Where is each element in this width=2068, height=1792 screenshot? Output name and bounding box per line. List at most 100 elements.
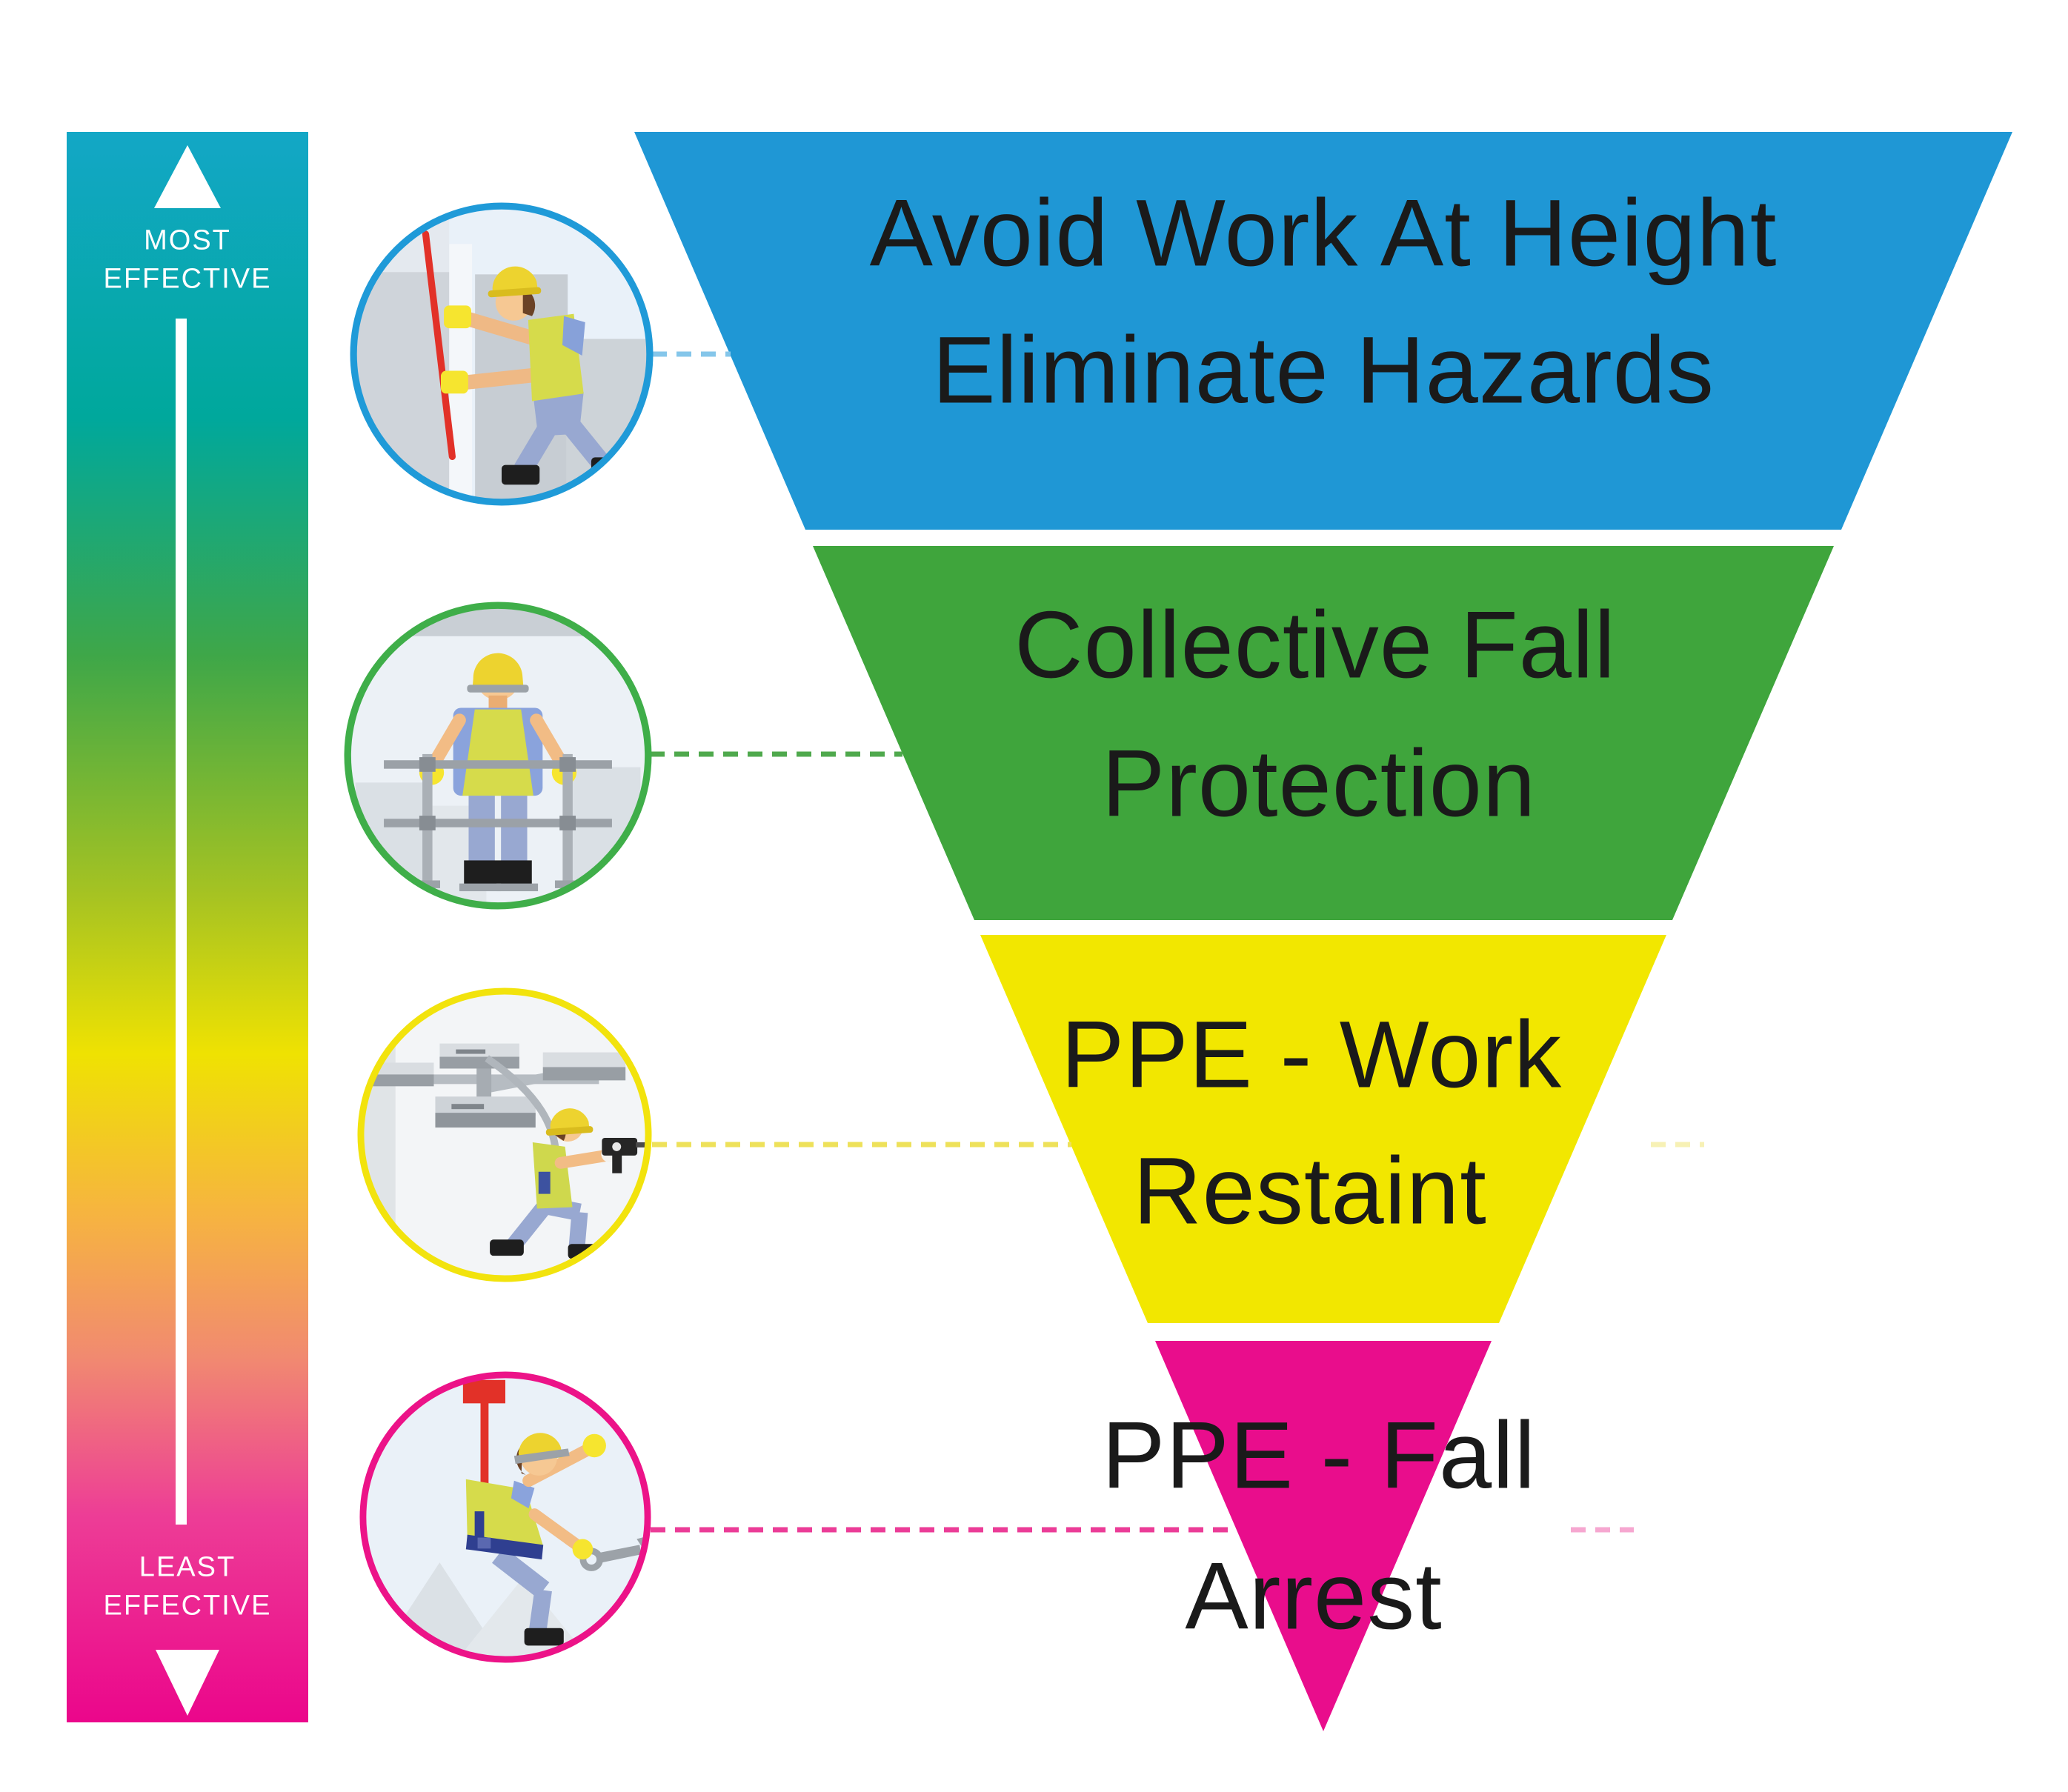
arm: [453, 367, 539, 390]
arm: [528, 1508, 583, 1551]
pants: [533, 392, 584, 436]
arrow-up-icon: [154, 145, 221, 208]
least-effective-label-line1: LEAST: [139, 1551, 236, 1583]
shoe-base: [459, 883, 502, 892]
weight-plate-side: [439, 1056, 519, 1069]
post-foot: [554, 880, 581, 888]
arm: [554, 1149, 613, 1169]
weight-plate-side: [435, 1113, 536, 1128]
rail-clamp: [559, 816, 576, 830]
drill-bit: [636, 1142, 646, 1148]
inverted-pyramid: [634, 132, 2012, 1731]
level1-label-line1: Avoid Work At Height: [869, 180, 1778, 287]
icon4-scene: [365, 1379, 645, 1657]
wrench-jaw: [636, 1534, 645, 1548]
icon2-building: [355, 782, 429, 903]
icon3-border: [357, 987, 652, 1282]
shirt-collar: [511, 1480, 535, 1509]
level4-label-line2: Arrest: [1185, 1543, 1443, 1650]
drill-detail: [612, 1142, 622, 1151]
level2-label-line2: Protection: [1101, 730, 1537, 837]
hard-hat-brim: [513, 1448, 570, 1465]
icon2-border: [344, 602, 652, 910]
least-effective-label-line2: EFFECTIVE: [103, 1590, 272, 1622]
connector-lines: [650, 351, 1704, 1533]
arm: [522, 1444, 594, 1488]
pyramid-level-fall-arrest: [1155, 1341, 1492, 1731]
pyramid-level-work-restraint: [980, 935, 1666, 1323]
hard-hat-brim: [467, 685, 529, 693]
hard-hat: [550, 1108, 590, 1133]
rail-clamp: [419, 816, 436, 830]
level1-label-line2: Eliminate Hazards: [932, 317, 1715, 424]
icon2-worker: [419, 653, 577, 892]
hard-hat-brim: [488, 287, 542, 298]
icon2-building: [567, 767, 641, 903]
pants: [468, 796, 495, 865]
mid-rail: [384, 819, 612, 827]
most-effective-label-line1: MOST: [144, 224, 231, 256]
deadweight-anchor: [368, 1043, 626, 1179]
thigh: [492, 1547, 550, 1599]
level4-label-line1: PPE - Fall: [1101, 1402, 1537, 1509]
effectiveness-scale-bar: [67, 132, 308, 1722]
icon2-top-slab: [386, 608, 610, 636]
glove: [572, 1539, 594, 1560]
worker-with-drill-and-anchor-icon: [357, 987, 652, 1282]
hard-hat: [492, 266, 539, 296]
rail-clamp: [419, 757, 436, 772]
shoe-base: [496, 883, 539, 892]
rail-clamp: [559, 757, 576, 772]
boot: [524, 1628, 564, 1646]
icon1-border: [350, 202, 654, 506]
red-pole: [422, 230, 456, 460]
top-rail: [384, 760, 612, 769]
arrow-down-icon: [156, 1650, 219, 1716]
sleeve: [562, 316, 585, 356]
worker-removing-hazard-icon: [350, 202, 654, 506]
worker-suspended-on-rope-icon: [359, 1371, 651, 1663]
icon4-worker: [465, 1433, 645, 1646]
arm: [456, 310, 549, 348]
level2-label-line1: Collective Fall: [1014, 592, 1616, 699]
arm: [530, 713, 570, 772]
weight-plate: [368, 1062, 434, 1078]
plate-handle: [456, 1049, 486, 1054]
safety-rope: [480, 1400, 489, 1544]
pyramid-level-collective-protection: [813, 546, 1834, 920]
glove: [441, 370, 468, 394]
gradient-bar: [67, 132, 308, 1722]
icon1-upper-slab: [356, 209, 450, 275]
harness-strap: [474, 1511, 485, 1541]
boot: [498, 860, 532, 887]
drill-handle: [612, 1153, 622, 1173]
icon3-bg: [363, 993, 646, 1276]
rope-anchor: [462, 1379, 505, 1404]
boot: [490, 1239, 524, 1256]
vest-strap: [538, 1171, 551, 1194]
worker-behind-guardrail-icon: [344, 602, 652, 910]
most-effective-label-line2: EFFECTIVE: [103, 263, 272, 295]
hard-hat-brim: [545, 1126, 594, 1136]
harness-buckle: [477, 1537, 491, 1549]
pants: [501, 796, 528, 865]
shin: [568, 1211, 588, 1248]
weight-plate: [542, 1052, 626, 1070]
leg: [507, 1203, 550, 1251]
glove: [444, 305, 471, 329]
post-foot: [414, 880, 440, 888]
neck: [488, 695, 508, 710]
pyramid-level-avoid-work: [634, 132, 2012, 530]
boot: [464, 860, 498, 887]
arm: [426, 713, 466, 772]
scale-axis-line: [176, 319, 187, 1525]
hi-vis-apron: [462, 709, 533, 796]
shin: [528, 1588, 552, 1634]
hard-hat: [472, 653, 524, 688]
boot: [502, 464, 540, 485]
weight-plate-side: [542, 1067, 626, 1081]
level3-label-line2: Restaint: [1133, 1138, 1487, 1245]
icon4-border: [359, 1371, 651, 1663]
